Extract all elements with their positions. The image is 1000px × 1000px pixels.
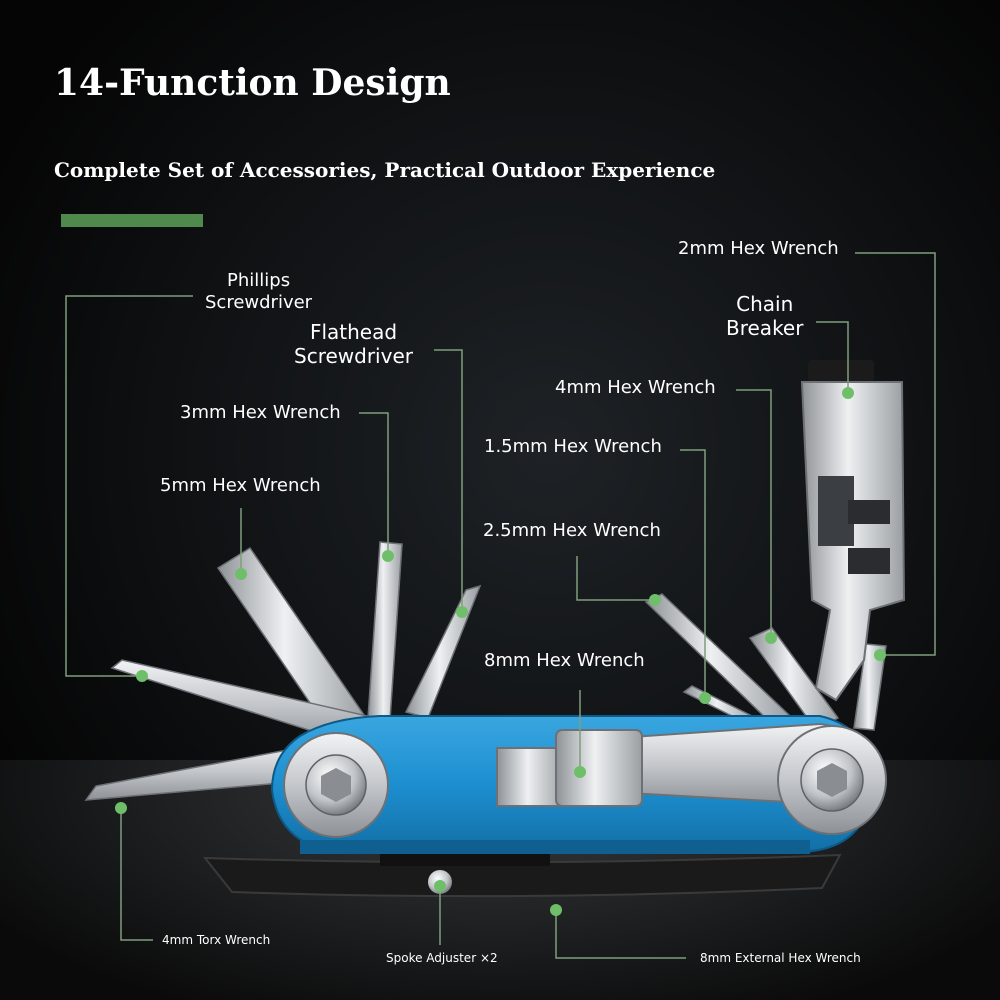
dot-hex15 — [699, 692, 711, 704]
leader-torx — [120, 810, 153, 941]
leader-hex3 — [359, 412, 389, 556]
dot-phillips — [136, 670, 148, 682]
dot-ext8 — [550, 904, 562, 916]
dot-torx — [115, 802, 127, 814]
right-pivot-bolt — [777, 725, 887, 835]
fanned-tools — [84, 541, 887, 801]
leader-phillips — [65, 295, 193, 677]
leader-flathead — [434, 349, 463, 612]
chain-breaker — [800, 360, 906, 702]
leader-hex15 — [680, 449, 706, 698]
accent-bar — [61, 214, 203, 227]
label-hex-3mm: 3mm Hex Wrench — [180, 402, 341, 423]
label-hex-4mm: 4mm Hex Wrench — [555, 377, 716, 398]
dot-hex8 — [574, 766, 586, 778]
page-title: 14-Function Design — [54, 62, 451, 104]
label-hex-8mm: 8mm Hex Wrench — [484, 650, 645, 671]
label-spoke-adjuster: Spoke Adjuster ×2 — [386, 951, 498, 965]
page-subtitle: Complete Set of Accessories, Practical O… — [54, 158, 716, 182]
label-external-hex-8mm: 8mm External Hex Wrench — [700, 951, 861, 965]
dot-flathead — [456, 606, 468, 618]
leader-ext8 — [555, 910, 686, 959]
leader-hex25 — [576, 556, 655, 601]
dot-hex4 — [765, 632, 777, 644]
label-hex-5mm: 5mm Hex Wrench — [160, 475, 321, 496]
leader-chain — [816, 321, 849, 393]
label-hex-2-5mm: 2.5mm Hex Wrench — [483, 520, 661, 541]
dot-hex25 — [649, 594, 661, 606]
label-torx-4mm: 4mm Torx Wrench — [162, 933, 271, 947]
dot-chain — [842, 387, 854, 399]
dot-hex2 — [874, 649, 886, 661]
dot-spoke — [434, 880, 446, 892]
leader-hex4 — [736, 389, 772, 638]
leader-hex2 — [855, 252, 936, 656]
dot-hex5 — [235, 568, 247, 580]
dot-hex3 — [382, 550, 394, 562]
label-hex-2mm: 2mm Hex Wrench — [678, 238, 839, 259]
label-hex-1-5mm: 1.5mm Hex Wrench — [484, 436, 662, 457]
left-pivot-bolt — [283, 732, 389, 838]
